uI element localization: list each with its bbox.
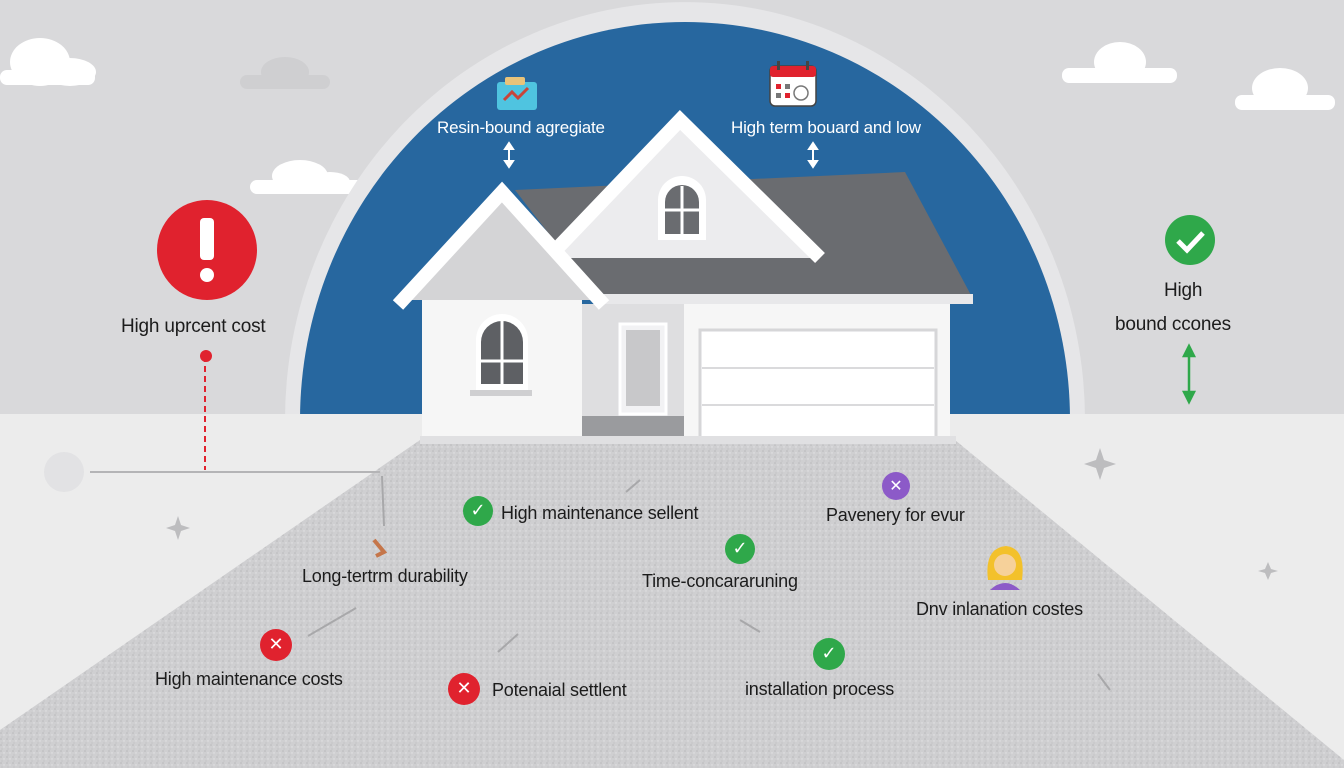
exclamation-alert-icon [157, 200, 257, 300]
driveway [0, 440, 1344, 768]
calendar-icon [769, 61, 817, 107]
garage-door [698, 328, 938, 445]
green-check-icon-item1: ✓ [463, 496, 493, 526]
label-right-line2: bound ccones [1115, 314, 1231, 335]
green-check-icon-item4: ✓ [725, 534, 755, 564]
red-x-icon-item6: ✕ [260, 629, 292, 661]
left-connector-dot [200, 350, 212, 362]
label-item5: Dnv inlanation costes [916, 599, 1083, 619]
purple-x-icon-item2: ✕ [882, 472, 910, 500]
center-gable-trim [542, 110, 825, 263]
label-item7: Potenaial settlent [492, 680, 627, 700]
person-face-icon [987, 546, 1023, 590]
label-item1: High maintenance sellent [501, 503, 699, 523]
ground-disc [44, 452, 84, 492]
house-base [420, 436, 956, 444]
arrow-top-left [503, 141, 515, 169]
label-left-cost: High uprcent cost [121, 316, 266, 337]
cloud-mid-left [250, 160, 370, 194]
label-top-left: Resin-bound agregiate [437, 118, 605, 137]
arrow-top-right [807, 141, 819, 169]
label-item3: Long-tertrm durability [302, 566, 468, 586]
round-window-top [658, 176, 706, 240]
label-item6: High maintenance costs [155, 669, 343, 689]
pipe-icon [372, 538, 388, 558]
green-check-icon-right [1165, 215, 1215, 265]
red-x-icon-item7: ✕ [448, 673, 480, 705]
sparkles [166, 448, 1278, 580]
cloud-grey [240, 57, 330, 89]
ground-scratches [307, 475, 1111, 691]
left-gable-trim [392, 181, 610, 310]
wallet-icon [497, 77, 537, 110]
label-item2: Pavenery for evur [826, 505, 965, 525]
green-check-icon-item8: ✓ [813, 638, 845, 670]
cloud-top-left [0, 38, 96, 86]
roof-eave [600, 294, 973, 304]
round-window-left [470, 314, 532, 396]
arrow-right-green [1181, 343, 1197, 405]
cloud-top-right [1062, 42, 1335, 110]
label-right-line1: High [1164, 280, 1203, 301]
label-top-right: High term bouard and low [731, 118, 921, 137]
left-gable [408, 192, 596, 300]
label-item8: installation process [745, 679, 895, 699]
label-item4: Time-concararuning [642, 571, 798, 591]
